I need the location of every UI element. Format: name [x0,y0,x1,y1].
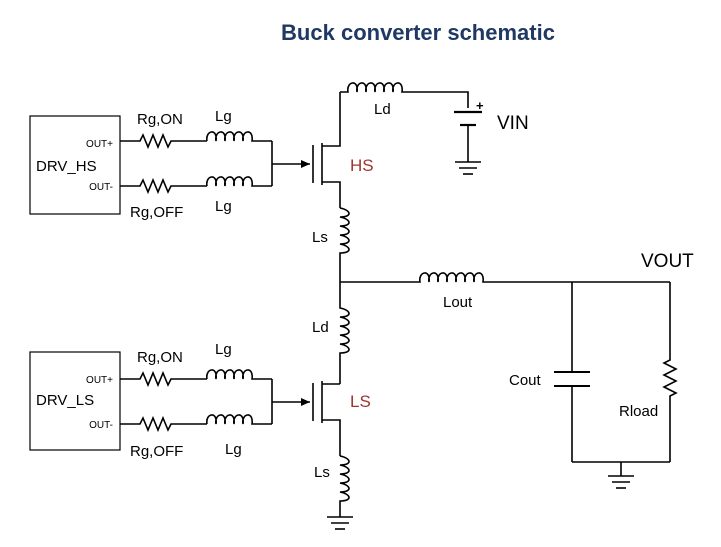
vin-plus-sign: + [476,98,484,113]
hs-driver-box [29,115,121,215]
hs-driver-out-plus: OUT+ [86,139,113,150]
ls-hs-inductor [339,207,350,282]
ls-driver: DRV_LS OUT+ OUT- [29,351,121,451]
ls-gate-arrow [301,398,310,406]
ls-lg-top-inductor [206,369,272,380]
hs-driver: DRV_HS OUT+ OUT- [29,115,121,215]
ls-hs-label: Ls [312,229,328,246]
ls-rg-on-resistor [120,370,207,388]
hs-rg-on-label: Rg,ON [137,111,183,128]
ls-driver-name: DRV_LS [36,392,94,409]
ls-lg-bottom-label: Lg [225,441,242,458]
ground-ls-icon [327,516,353,530]
ld-ls-inductor [339,282,350,384]
ground-out-icon [608,462,634,489]
hs-driver-name: DRV_HS [36,158,97,175]
rload-label: Rload [619,403,658,420]
hs-lg-bottom-inductor [206,176,272,187]
ls-rg-off-resistor [120,415,207,433]
hs-lg-top-inductor [206,131,272,142]
ls-gate-network: Rg,ON Lg Rg,OFF Lg [120,341,310,460]
hs-mosfet: HS [312,92,374,208]
diagram-title: Buck converter schematic [281,20,555,45]
vin-label: VIN [497,113,529,134]
ls-mosfet: LS [312,381,371,456]
ls-rg-on-label: Rg,ON [137,349,183,366]
hs-rg-off-resistor [120,177,207,195]
ls-ls-inductor [339,455,350,517]
ld-top-label: Ld [374,101,391,118]
ls-driver-out-minus: OUT- [89,420,113,431]
vin-battery: + VIN [454,98,529,175]
ls-lg-bottom-inductor [206,414,272,425]
hs-lg-bottom-label: Lg [215,198,232,215]
ls-driver-out-plus: OUT+ [86,375,113,386]
ls-mosfet-label: LS [350,392,371,411]
lout-inductor [340,272,670,283]
ld-ls-label: Ld [312,319,329,336]
hs-lg-top-label: Lg [215,108,232,125]
cout-capacitor: Cout [509,282,590,462]
ls-driver-box [29,351,121,451]
rload-resistor: Rload [619,282,678,462]
hs-rg-on-resistor [120,132,207,150]
hs-gate-arrow [301,160,310,168]
ls-ls-label: Ls [314,464,330,481]
ls-lg-top-label: Lg [215,341,232,358]
cout-label: Cout [509,372,542,389]
ld-top-inductor [340,82,469,108]
lout-label: Lout [443,294,473,311]
vout-label: VOUT [641,251,694,272]
ls-rg-off-label: Rg,OFF [130,443,183,460]
hs-gate-network: Rg,ON Lg Rg,OFF Lg [120,108,310,221]
hs-mosfet-label: HS [350,156,374,175]
hs-driver-out-minus: OUT- [89,182,113,193]
hs-rg-off-label: Rg,OFF [130,204,183,221]
